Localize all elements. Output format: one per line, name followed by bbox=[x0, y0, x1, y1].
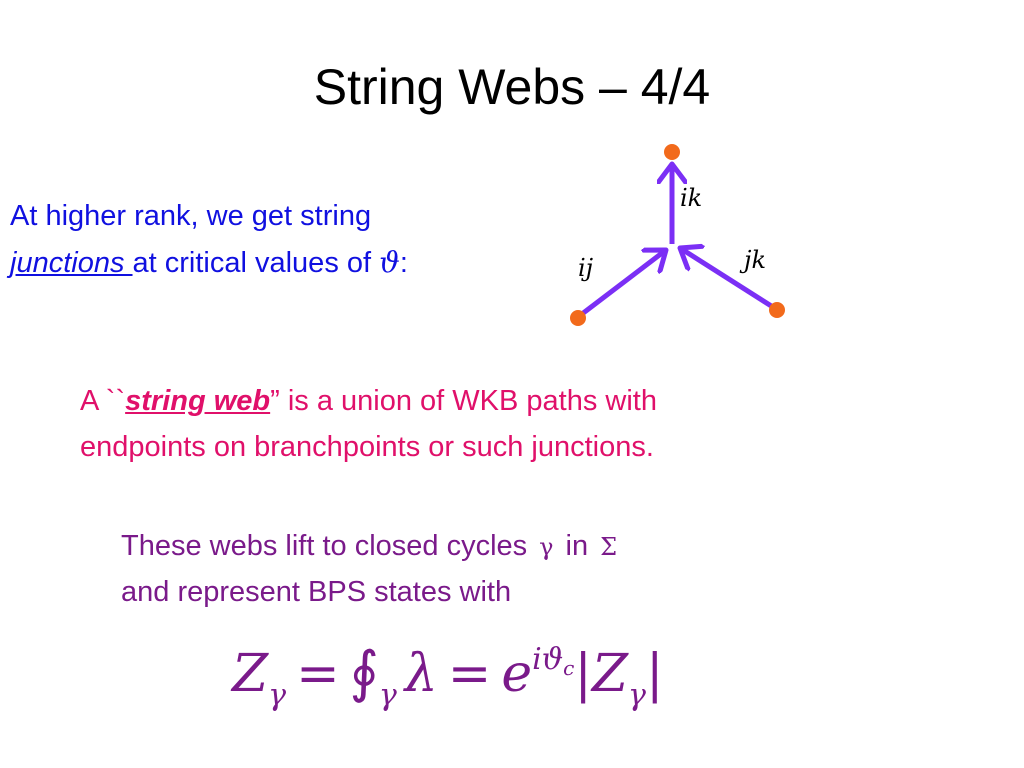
edge-jk bbox=[680, 248, 778, 312]
string-web-line-2: endpoints on branchpoints or such juncti… bbox=[80, 431, 654, 463]
formula-bar-right: | bbox=[645, 644, 664, 704]
cycles-text-a: These webs lift to closed cycles bbox=[121, 530, 528, 562]
slide-title: String Webs – 4/4 bbox=[313, 59, 711, 115]
junctions-term: junctions bbox=[10, 247, 133, 279]
formula-exponent: iϑc bbox=[532, 642, 575, 680]
intro-line-1: At higher rank, we get string bbox=[10, 200, 372, 232]
gamma-symbol: γ bbox=[539, 533, 554, 561]
formula-exponent-sub: c bbox=[563, 656, 575, 680]
intro-paragraph: At higher rank, we get string junctions … bbox=[10, 193, 408, 286]
intro-line-2-text: at critical values of bbox=[132, 247, 380, 279]
cycles-text-in: in bbox=[565, 530, 589, 562]
label-ik: ik bbox=[680, 184, 702, 212]
endpoint-left bbox=[570, 310, 586, 326]
formula-eq-1: = bbox=[296, 644, 340, 704]
formula-exponent-main: iϑ bbox=[532, 642, 564, 677]
contour-integral-symbol: ∮ bbox=[349, 640, 379, 705]
string-junction-diagram: ik ij jk bbox=[570, 144, 785, 326]
string-web-line-1: A ``string web” is a union of WKB paths … bbox=[80, 378, 657, 424]
string-web-term: string web bbox=[125, 385, 271, 417]
string-web-paragraph: A ``string web” is a union of WKB paths … bbox=[80, 378, 657, 470]
endpoint-top bbox=[664, 144, 680, 160]
formula-z-2: Z bbox=[591, 644, 629, 704]
intro-colon: : bbox=[399, 247, 408, 279]
formula-e: e bbox=[501, 644, 533, 704]
string-web-prefix: A `` bbox=[80, 385, 126, 417]
formula-z-sub: γ bbox=[268, 678, 287, 713]
endpoint-right bbox=[769, 302, 785, 318]
string-web-suffix: ” is a union of WKB paths with bbox=[270, 385, 657, 417]
label-ij: ij bbox=[578, 254, 594, 282]
intro-line-2: junctions at critical values of ϑ: bbox=[10, 239, 408, 286]
cycles-line-2: and represent BPS states with bbox=[121, 576, 512, 608]
formula-bar-left: | bbox=[574, 644, 592, 704]
formula-lambda: λ bbox=[404, 644, 438, 704]
theta-symbol: ϑ bbox=[379, 245, 400, 279]
label-jk: jk bbox=[739, 246, 766, 274]
formula-eq-2: = bbox=[447, 644, 492, 704]
formula-oint-sub: γ bbox=[378, 678, 397, 713]
formula-z: Z bbox=[232, 644, 269, 704]
formula-z-2-sub: γ bbox=[628, 678, 646, 713]
sigma-symbol: Σ bbox=[600, 533, 618, 561]
edge-ij bbox=[576, 250, 666, 319]
